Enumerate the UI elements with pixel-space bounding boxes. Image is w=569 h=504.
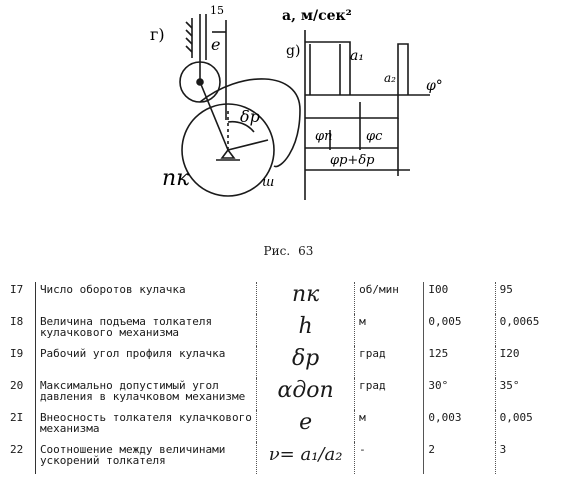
row-number: 20 bbox=[6, 378, 36, 410]
row-number: 22 bbox=[6, 442, 36, 474]
row-name: Рабочий угол профиля кулачка bbox=[39, 347, 226, 360]
row-number: I9 bbox=[6, 346, 36, 378]
row-value-2: 0,0065 bbox=[499, 315, 540, 328]
row-name: Внеосность толкателя кулачкового механиз… bbox=[39, 411, 252, 435]
row-symbol: h bbox=[256, 314, 356, 346]
row-unit: об/мин bbox=[354, 282, 425, 314]
row-name: Число оборотов кулачка bbox=[39, 283, 186, 296]
row-unit: м bbox=[354, 410, 425, 442]
label-e: e bbox=[211, 35, 220, 54]
row-number: I8 bbox=[6, 314, 36, 346]
label-a2: a₂ bbox=[384, 71, 396, 85]
cam-diagram bbox=[179, 14, 301, 197]
row-name: Соотношение между величинами ускорений т… bbox=[39, 443, 226, 467]
row-unit: м bbox=[354, 314, 425, 346]
row-name: Величина подъема толкателя кулачкового м… bbox=[39, 315, 213, 339]
row-value-1: 2 bbox=[423, 442, 496, 474]
label-phi-c: φс bbox=[366, 129, 383, 144]
label-top: 15 bbox=[210, 4, 224, 17]
table-row: I8 Величина подъема толкателя кулачковог… bbox=[6, 314, 566, 346]
row-symbol: αдоп bbox=[256, 378, 356, 410]
caption-prefix: Рис. bbox=[263, 244, 291, 258]
label-nk: nк bbox=[162, 166, 190, 191]
row-symbol: nк bbox=[256, 282, 356, 314]
table-row: 22 Соотношение между величинами ускорени… bbox=[6, 442, 566, 474]
row-value-2: I20 bbox=[499, 347, 520, 360]
row-symbol: ν= a₁/a₂ bbox=[256, 442, 356, 474]
row-value-1: 0,003 bbox=[423, 410, 496, 442]
caption-number: 63 bbox=[298, 244, 314, 258]
label-phi-p: φп bbox=[315, 129, 332, 144]
figure-caption: Рис. 63 bbox=[0, 244, 569, 258]
axis-y-label: a, м/сек² bbox=[282, 8, 352, 24]
row-value-1: I00 bbox=[423, 282, 496, 314]
label-g: г) bbox=[150, 25, 165, 44]
axis-x-label: φ° bbox=[426, 78, 443, 94]
row-symbol: e bbox=[256, 410, 356, 442]
cam-mechanism-figure: г) 15 e δp nк ш a, м/сек² g) a₁ a₂ φ° φп… bbox=[150, 4, 443, 200]
row-name: Максимально допустимый угол давления в к… bbox=[39, 379, 246, 403]
row-value-2: 0,005 bbox=[499, 411, 533, 424]
row-symbol: δp bbox=[256, 346, 356, 378]
label-phi-total: φp+δp bbox=[330, 153, 375, 168]
label-d: g) bbox=[286, 43, 300, 59]
table-row: I9 Рабочий угол профиля кулачка δp град … bbox=[6, 346, 566, 378]
row-unit: - bbox=[354, 442, 425, 474]
row-unit: град bbox=[354, 378, 425, 410]
acceleration-graph bbox=[304, 30, 430, 200]
row-value-2: 35° bbox=[499, 379, 520, 392]
row-number: I7 bbox=[6, 282, 36, 314]
row-number: 2I bbox=[6, 410, 36, 442]
label-delta: δp bbox=[240, 107, 260, 126]
row-value-1: 0,005 bbox=[423, 314, 496, 346]
table-row: I7 Число оборотов кулачка nк об/мин I00 … bbox=[6, 282, 566, 314]
row-value-2: 95 bbox=[499, 283, 513, 296]
row-value-1: 125 bbox=[423, 346, 496, 378]
label-a1: a₁ bbox=[350, 48, 364, 64]
table-row: 2I Внеосность толкателя кулачкового меха… bbox=[6, 410, 566, 442]
table-row: 20 Максимально допустимый угол давления … bbox=[6, 378, 566, 410]
parameters-table: I7 Число оборотов кулачка nк об/мин I00 … bbox=[6, 282, 566, 474]
label-w: ш bbox=[262, 175, 274, 190]
row-unit: град bbox=[354, 346, 425, 378]
row-value-1: 30° bbox=[423, 378, 496, 410]
row-value-2: 3 bbox=[499, 443, 507, 456]
